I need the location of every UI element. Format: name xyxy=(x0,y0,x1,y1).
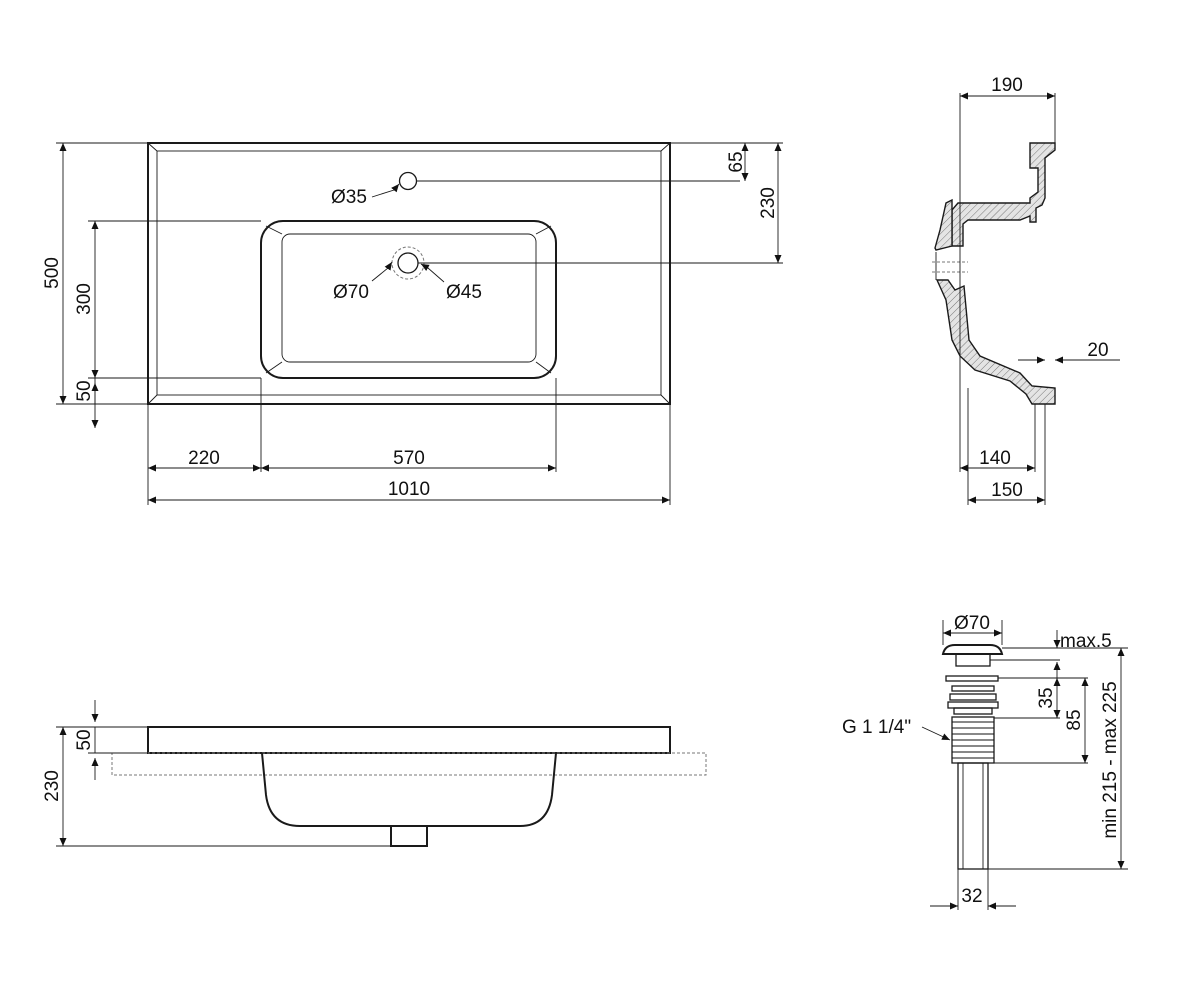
dim-total-length: min 215 - max 225 xyxy=(1100,681,1121,838)
label-tap-hole: Ø35 xyxy=(331,187,367,208)
side-section: 190 20 140 150 xyxy=(932,75,1120,505)
drain-flange xyxy=(955,653,991,667)
dim-width-total: 1010 xyxy=(388,479,430,500)
bowl-outline xyxy=(260,220,557,379)
basin-outline xyxy=(147,142,671,405)
drain-cap xyxy=(941,644,1004,655)
dim-slab: 50 xyxy=(74,729,95,750)
dim-drain-offset: 230 xyxy=(758,187,779,219)
dim-cap-height: 35 xyxy=(1036,687,1057,708)
dim-wall: 20 xyxy=(1087,340,1108,361)
label-thread: G 1 1/4" xyxy=(842,717,911,738)
dim-tap-offset: 65 xyxy=(726,151,747,172)
dim-pipe-diameter: 32 xyxy=(961,886,982,907)
dim-front-rim: 50 xyxy=(74,380,95,401)
front-drain-stub xyxy=(390,825,428,847)
section-profile xyxy=(951,142,1056,247)
dim-front-height: 230 xyxy=(42,770,63,802)
section-bowl xyxy=(934,198,953,251)
label-cap-gap: max.5 xyxy=(1060,631,1112,652)
dim-left-offset: 220 xyxy=(188,448,220,469)
label-drain-inner: Ø45 xyxy=(446,282,482,303)
front-cabinet-dashed xyxy=(111,752,707,776)
drain-pipe xyxy=(957,762,989,870)
bowl-floor xyxy=(281,233,537,363)
dim-base-outer: 150 xyxy=(991,480,1023,501)
basin-inner-rim xyxy=(156,150,662,396)
dim-bowl-width: 570 xyxy=(393,448,425,469)
front-bowl xyxy=(261,752,557,827)
label-drain-outer: Ø70 xyxy=(333,282,369,303)
dim-body-height: 85 xyxy=(1064,709,1085,730)
top-view: 1010 220 570 500 300 50 65 230 Ø35 Ø70 Ø… xyxy=(42,142,783,505)
front-view: 50 230 xyxy=(42,700,707,847)
dim-depth-total: 500 xyxy=(42,257,63,289)
label-cap-diameter: Ø70 xyxy=(954,613,990,634)
drain-detail: Ø70 G 1 1/4" max.5 35 85 min 215 - max 2… xyxy=(842,613,1128,910)
section-bowl-wall xyxy=(935,279,1056,405)
tap-hole xyxy=(398,171,418,191)
dim-bowl-depth: 300 xyxy=(74,283,95,315)
drain-hole-inner xyxy=(397,252,419,274)
front-slab xyxy=(147,726,671,754)
dim-base-inner: 140 xyxy=(979,448,1011,469)
dim-top-depth: 190 xyxy=(991,75,1023,96)
